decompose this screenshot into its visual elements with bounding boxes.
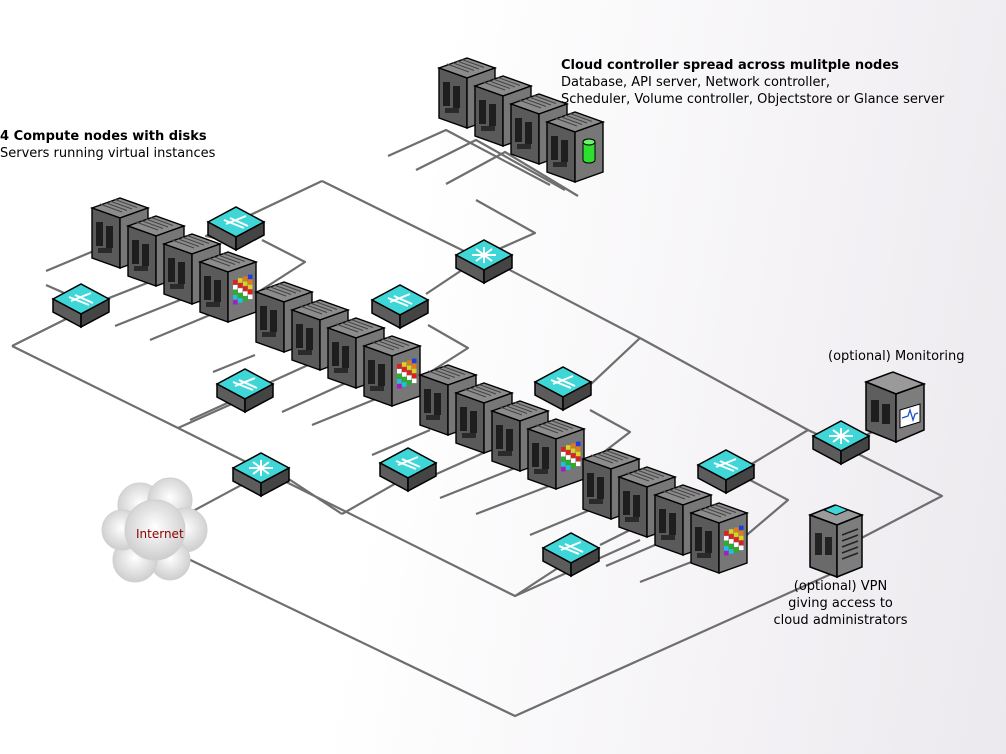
wire	[749, 429, 809, 466]
vpn-label: (optional) VPN giving access to cloud ad…	[768, 578, 913, 629]
vpn-line2: giving access to	[788, 596, 893, 611]
switch-icon	[206, 206, 266, 252]
internet-label: Internet	[136, 527, 184, 541]
server-icon	[616, 466, 678, 538]
switch-icon	[696, 449, 756, 495]
wire	[415, 138, 566, 191]
vpn-server-icon	[807, 504, 865, 579]
switch-icon	[370, 284, 430, 330]
switches	[51, 206, 871, 578]
wire	[639, 337, 841, 446]
server-icon	[688, 502, 750, 574]
compute-nodes-line1: Servers running virtual instances	[0, 146, 216, 161]
cloud-controller-line1: Database, API server, Network controller…	[561, 75, 830, 90]
wire	[639, 479, 790, 584]
wire	[321, 180, 471, 255]
wire	[839, 444, 944, 546]
wire	[179, 554, 841, 718]
cloud-controller-label: Cloud controller spread across mulitple …	[561, 57, 944, 108]
switch-icon	[231, 452, 291, 498]
server-icon	[525, 418, 587, 490]
server-icon	[361, 335, 423, 407]
compute-nodes-title: 4 Compute nodes with disks	[0, 129, 207, 144]
switch-icon	[215, 368, 275, 414]
switch-icon	[454, 239, 514, 285]
wire	[529, 508, 591, 537]
vpn-line3: cloud administrators	[773, 613, 908, 628]
switch-icon	[811, 420, 871, 466]
switch-icon	[533, 366, 593, 412]
wire	[589, 337, 641, 386]
switch-icon	[378, 447, 438, 493]
vpn-line1: (optional) VPN	[793, 579, 888, 594]
server-racks	[89, 57, 750, 574]
wire	[311, 324, 470, 427]
wire	[431, 448, 491, 478]
monitoring-server-icon	[863, 371, 927, 444]
wire	[149, 239, 307, 342]
wire	[445, 150, 579, 197]
wire	[212, 353, 256, 374]
internet-cloud-icon	[101, 477, 208, 583]
server-icon	[544, 111, 606, 183]
cloud-controller-line2: Scheduler, Volume controller, Objectstor…	[561, 92, 945, 107]
server-icon	[197, 251, 259, 323]
switch-icon	[541, 532, 601, 578]
compute-nodes-label: 4 Compute nodes with disks Servers runni…	[0, 128, 215, 162]
server-icon	[289, 299, 351, 371]
wire	[387, 128, 551, 186]
cloud-controller-title: Cloud controller spread across mulitple …	[561, 58, 899, 73]
switch-icon	[51, 283, 111, 329]
wire	[371, 428, 431, 457]
monitoring-label: (optional) Monitoring	[828, 349, 965, 364]
